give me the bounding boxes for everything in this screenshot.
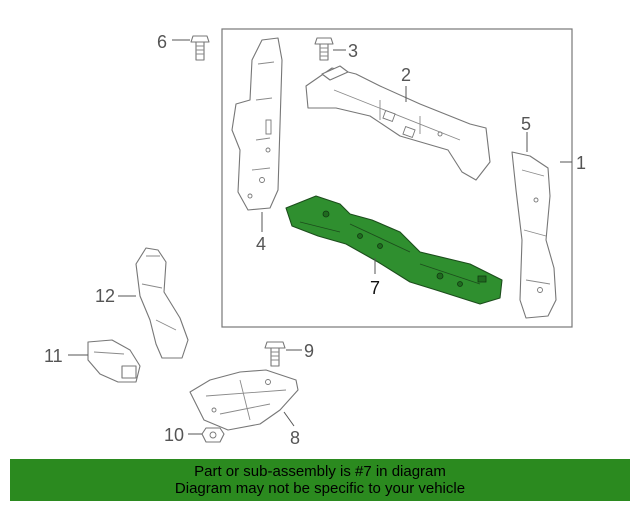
- part-9-bolt[interactable]: [264, 341, 286, 367]
- callout-1: 1: [576, 153, 586, 173]
- callout-2: 2: [401, 65, 411, 85]
- callout-11: 11: [44, 346, 63, 366]
- part-3-bolt[interactable]: [314, 37, 334, 61]
- part-2-upper-support[interactable]: [305, 65, 491, 181]
- part-5-side-post[interactable]: [511, 151, 557, 319]
- part-7-lower-support-highlighted[interactable]: [285, 195, 503, 305]
- banner-line-disclaimer: Diagram may not be specific to your vehi…: [174, 480, 466, 497]
- part-12-bracket[interactable]: [135, 247, 189, 359]
- callout-7: 7: [370, 278, 380, 298]
- leader-8: [283, 411, 295, 427]
- callout-5: 5: [521, 114, 531, 134]
- part-10-nut[interactable]: [201, 427, 225, 443]
- callout-4: 4: [256, 234, 266, 254]
- callout-8: 8: [290, 428, 300, 448]
- assembly-box: [221, 28, 573, 328]
- part-11-sensor[interactable]: [87, 339, 141, 383]
- part-8-lower-shield[interactable]: [189, 369, 299, 431]
- callout-9: 9: [304, 341, 314, 361]
- callout-12: 12: [95, 286, 115, 306]
- callout-10: 10: [164, 425, 184, 445]
- part-6-bolt[interactable]: [190, 35, 210, 61]
- banner-line-part-note: Part or sub-assembly is #7 in diagram: [194, 463, 446, 480]
- callout-3: 3: [348, 41, 358, 61]
- info-banner: Part or sub-assembly is #7 in diagram Di…: [10, 459, 630, 501]
- part-4-side-bracket[interactable]: [231, 37, 283, 211]
- callout-6: 6: [157, 32, 167, 52]
